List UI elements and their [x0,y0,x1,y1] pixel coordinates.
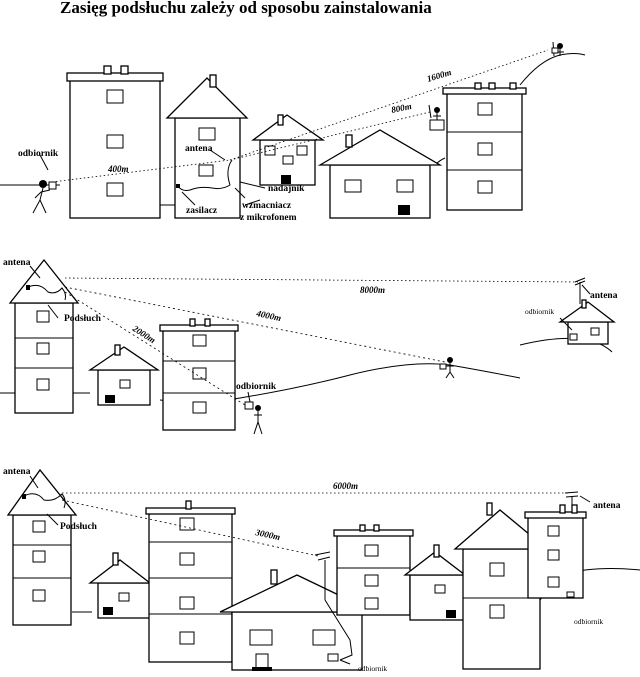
distance-1600m: 1600m [426,67,453,84]
arrow-odbiornik-mid [339,659,351,665]
label-odbiornik-right: odbiornik [525,307,554,316]
transmitter-house [165,74,249,219]
label-odbiornik-mid: odbiornik [358,664,387,673]
receiver-house-2 [557,277,616,345]
arrow-antena-right [581,284,591,295]
label-antena-left: antena [3,467,31,477]
walking-listener-icon [32,180,57,214]
tall-building-2 [442,82,527,211]
label-wzmacniacz: wzmacniacz [242,201,292,211]
label-nadajnik: nadajnik [268,184,305,194]
apartment-3b [333,524,414,616]
label-z-mikrofonem: z mikrofonem [240,213,297,223]
large-house-1 [317,129,443,219]
page-title: Zasięg podsłuchu zależy od sposobu zains… [60,0,432,17]
small-house-2 [87,344,161,406]
small-house-3b [403,544,467,621]
label-podsluch: Podsłuch [60,522,98,532]
walking-listener-icon-2 [244,401,263,435]
source-house-2 [8,258,80,414]
small-house-1 [251,114,326,186]
label-odbiornik-mid: odbiornik [236,382,277,392]
arrow-antena-left [29,475,39,489]
hill-listener-icon-2 [439,357,455,379]
arrow-antena [209,149,226,161]
distance-6000m: 6000m [333,481,358,491]
distance-400m: 400m [107,164,129,174]
distance-2000m: 2000m [130,323,157,346]
tall-house-3 [453,502,549,670]
arrow-antena-left [29,265,41,279]
apartment-3 [145,500,236,663]
panel-2: antena Podsłuch 2000m 4000m 8000m odbior… [0,258,618,435]
label-antena-right: antena [590,291,618,301]
range-line-400 [51,159,231,183]
tall-building-1 [66,65,164,219]
range-line-3000 [61,499,319,557]
label-odbiornik: odbiornik [18,149,59,159]
distance-3000m: 3000m [254,527,282,542]
range-line-8000 [64,277,579,283]
label-odbiornik-right: odbiornik [574,617,603,626]
receiver-building-3 [524,491,587,599]
label-podsluch: Podsłuch [64,314,102,324]
arrow-zasilacz [181,191,196,206]
arrow-odbiornik [39,154,49,171]
small-house-3 [88,552,152,619]
label-antena: antena [185,144,213,154]
arrow-odbiornik-mid [247,391,251,403]
arrow-podsluch [46,513,59,526]
apartment-2 [159,318,239,431]
range-line-2000 [64,291,246,406]
balcony-listener-icon [428,104,445,131]
source-house-3 [6,468,78,626]
label-zasilacz: zasilacz [186,206,218,216]
arrow-antena-right [579,495,591,503]
distance-8000m: 8000m [360,285,385,295]
arrow-odbiornik-right [559,317,573,331]
arrow-nadajnik [239,181,266,189]
hill-1 [519,53,586,86]
label-antena-right: antena [593,501,621,511]
arrow-podsluch [47,304,59,319]
hill-listener-icon [551,41,564,57]
distance-4000m: 4000m [255,308,283,323]
arrow-wzmacniacz [234,187,246,199]
label-antena-left: antena [3,258,31,268]
range-line-1600 [229,49,549,161]
distance-800m: 800m [390,101,412,115]
panel-1: odbiornik antena nadajnik zasilacz wzmac… [0,41,586,223]
panel-3: antena Podsłuch 3000m 6000m odbiornik od… [3,467,640,673]
ground-line [0,157,446,206]
